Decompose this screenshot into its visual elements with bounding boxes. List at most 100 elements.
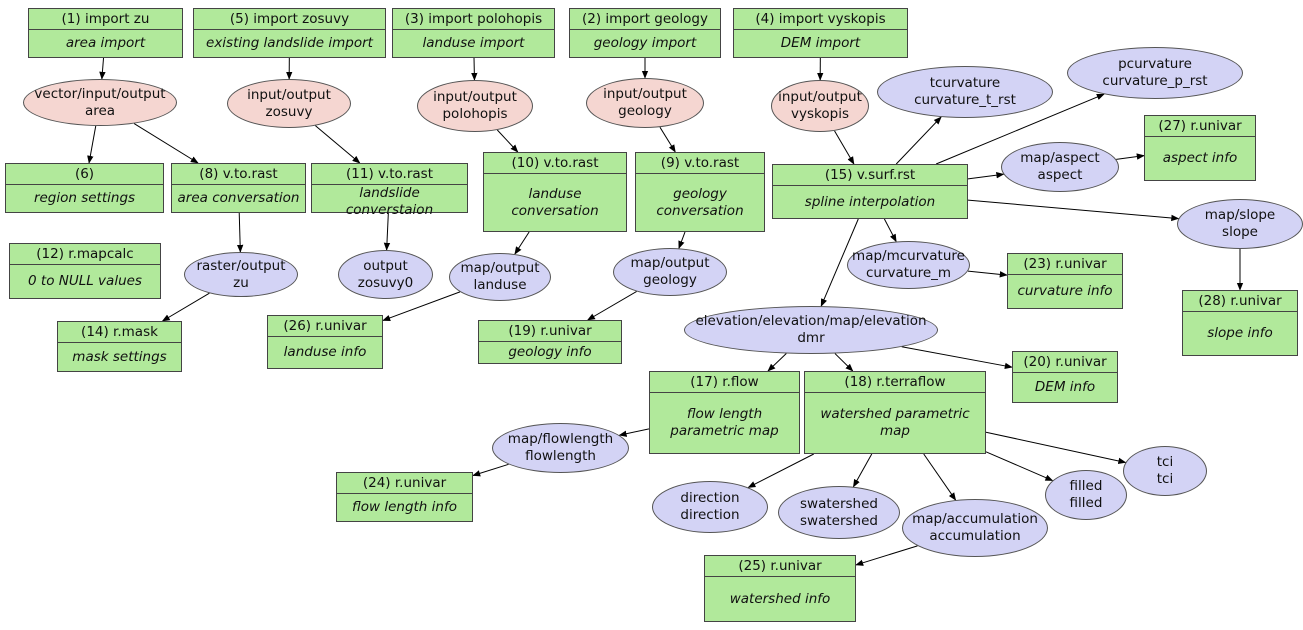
edge-aspect-to-univar_aspect bbox=[1116, 153, 1145, 160]
data-label-type: map/accumulation bbox=[912, 511, 1038, 527]
data-label-type: tci bbox=[1156, 454, 1174, 470]
process-title: (4) import vyskopis bbox=[734, 9, 907, 30]
data-label-name: curvature_p_rst bbox=[1102, 73, 1208, 89]
process-vtorast-landuse: (10) v.to.rast landuse conversation bbox=[483, 152, 627, 232]
process-description: landslide converstaion bbox=[345, 185, 434, 218]
edge-landuse-to-univar_landuse bbox=[382, 291, 461, 321]
data-label-type: map/output bbox=[630, 255, 710, 271]
process-vtorast-area: (8) v.to.rast area conversation bbox=[171, 163, 306, 213]
data-label-name: curvature_t_rst bbox=[914, 92, 1016, 108]
edge-dmr-to-rterraflow bbox=[834, 353, 854, 372]
data-label-type: map/output bbox=[460, 260, 540, 276]
data-label-type: swatershed bbox=[800, 495, 878, 512]
process-title: (10) v.to.rast bbox=[484, 153, 626, 174]
process-import-zosuvy: (5) import zosuvy existing landslide imp… bbox=[193, 8, 386, 58]
process-description: DEM info bbox=[1034, 379, 1096, 395]
process-vtorast-landslide: (11) v.to.rast landslide converstaion bbox=[311, 163, 468, 218]
process-description: watershed info bbox=[729, 590, 831, 607]
data-label-name: vyskopis bbox=[791, 106, 849, 122]
process-description: DEM import bbox=[780, 35, 861, 51]
data-label-name: slope bbox=[1222, 224, 1258, 240]
data-label-type: direction bbox=[680, 490, 740, 506]
process-title: (27) r.univar bbox=[1145, 116, 1255, 137]
process-title: (25) r.univar bbox=[705, 556, 855, 577]
data-label-name: zosuvy0 bbox=[357, 274, 414, 291]
process-description: area import bbox=[65, 35, 146, 51]
edge-geology_out-to-univar_geology bbox=[587, 291, 637, 321]
data-tcurvature: tcurvature curvature_t_rst bbox=[877, 66, 1053, 118]
process-title: (20) r.univar bbox=[1013, 352, 1117, 373]
data-label-name: zu bbox=[233, 274, 249, 291]
process-rmask: (14) r.mask mask settings bbox=[57, 321, 182, 372]
process-description: spline interpolation bbox=[804, 193, 936, 210]
edge-vsurfrst-to-slope bbox=[967, 199, 1180, 222]
edge-dmr-to-rflow bbox=[767, 353, 787, 372]
data-label-type: map/mcurvature bbox=[852, 248, 965, 264]
data-label-type: raster/output bbox=[196, 257, 286, 274]
data-pcurvature: pcurvature curvature_p_rst bbox=[1067, 47, 1243, 99]
process-title: (5) import zosuvy bbox=[194, 9, 385, 30]
data-aspect: map/aspect aspect bbox=[1001, 142, 1119, 192]
process-description: flow length info bbox=[352, 499, 457, 515]
process-description: flow length parametric map bbox=[670, 406, 779, 439]
data-accumulation: map/accumulation accumulation bbox=[902, 499, 1048, 557]
process-description: area conversation bbox=[177, 190, 300, 206]
edge-rterraflow-to-accumulation bbox=[923, 453, 957, 501]
edge-rterraflow-to-swatershed bbox=[852, 453, 873, 488]
process-title: (9) v.to.rast bbox=[636, 153, 764, 174]
data-mcurvature: map/mcurvature curvature_m bbox=[847, 241, 970, 289]
process-rflow: (17) r.flow flow length parametric map bbox=[649, 371, 800, 454]
data-label-type: input/output bbox=[778, 89, 862, 105]
edge-vtorast_landslide-to-zosuvy0 bbox=[383, 212, 391, 251]
process-description: landuse info bbox=[283, 344, 367, 360]
process-vsurfrst: (15) v.surf.rst spline interpolation bbox=[772, 164, 968, 219]
edge-mcurvature-to-univar_curvature bbox=[967, 270, 1008, 278]
process-title: (2) import geology bbox=[570, 9, 720, 30]
edge-geology_in-to-vtorast_geology bbox=[659, 126, 676, 153]
data-label-name: polohopis bbox=[442, 106, 508, 122]
edge-zosuvy-to-vtorast_landslide bbox=[315, 125, 361, 164]
process-title: (3) import polohopis bbox=[393, 9, 554, 30]
process-description: mask settings bbox=[72, 348, 167, 365]
data-label-name: area bbox=[84, 102, 116, 119]
edge-accumulation-to-univar_watershed bbox=[855, 545, 918, 566]
process-import-vyskopis: (4) import vyskopis DEM import bbox=[733, 8, 908, 58]
process-title: (17) r.flow bbox=[650, 372, 799, 393]
data-tci: tci tci bbox=[1123, 446, 1207, 496]
data-raster-zu: raster/output zu bbox=[184, 252, 298, 297]
edge-vtorast_landuse-to-landuse bbox=[514, 231, 530, 255]
edge-vyskopis-to-vsurfrst bbox=[834, 130, 855, 165]
edge-flowlength-to-univar_flow bbox=[472, 463, 509, 477]
process-title: (14) r.mask bbox=[58, 322, 181, 343]
process-import-zu: (1) import zu area import bbox=[28, 8, 183, 58]
data-swatershed: swatershed swatershed bbox=[778, 486, 900, 539]
data-filled: filled filled bbox=[1045, 470, 1127, 520]
data-label-type: output bbox=[363, 257, 408, 274]
process-title: (6) bbox=[6, 164, 163, 185]
process-title: (12) r.mapcalc bbox=[10, 244, 160, 265]
data-label-type: input/output bbox=[603, 86, 687, 102]
data-landuse: map/output landuse bbox=[449, 253, 551, 301]
process-description: geology conversation bbox=[656, 185, 744, 219]
data-vyskopis: input/output vyskopis bbox=[771, 80, 869, 132]
process-title: (11) v.to.rast bbox=[312, 164, 467, 185]
data-label-name: filled bbox=[1069, 495, 1103, 511]
data-label-name: zosuvy bbox=[265, 103, 313, 120]
process-univar-landuse: (26) r.univar landuse info bbox=[267, 315, 383, 369]
process-description: aspect info bbox=[1162, 150, 1238, 166]
data-direction: direction direction bbox=[652, 481, 768, 533]
data-label-name: geology bbox=[618, 103, 672, 119]
process-title: (18) r.terraflow bbox=[805, 372, 985, 393]
edge-dmr-to-univar_dem bbox=[901, 346, 1013, 370]
edge-area-to-region bbox=[87, 125, 97, 164]
data-flowlength: map/flowlength flowlength bbox=[492, 423, 629, 473]
data-label-name: flowlength bbox=[525, 448, 596, 464]
process-title: (15) v.surf.rst bbox=[773, 165, 967, 186]
edge-vsurfrst-to-mcurvature bbox=[883, 218, 897, 243]
process-description: landuse conversation bbox=[511, 185, 599, 219]
data-label-name: swatershed bbox=[800, 512, 878, 529]
process-title: (24) r.univar bbox=[337, 473, 472, 494]
edge-vtorast_area-to-raster_zu bbox=[236, 212, 244, 253]
process-title: (26) r.univar bbox=[268, 316, 382, 337]
